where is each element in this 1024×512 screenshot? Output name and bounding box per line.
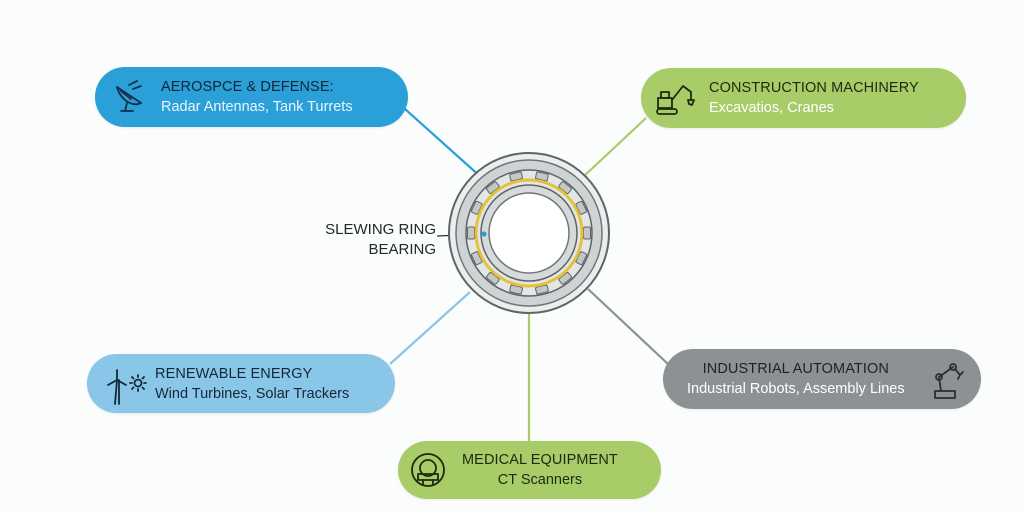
bearing-roller: [583, 226, 591, 240]
application-renewable-energy: RENEWABLE ENERGY Wind Turbines, Solar Tr…: [87, 354, 395, 413]
ct-scanner-icon: [410, 452, 446, 488]
application-subtitle: Wind Turbines, Solar Trackers: [155, 385, 350, 402]
connector-renewable: [389, 291, 471, 365]
bearing-roller: [470, 251, 483, 266]
application-medical-equipment: MEDICAL EQUIPMENT CT Scanners: [398, 441, 661, 499]
application-title: AEROSPCE & DEFENSE:: [161, 79, 334, 95]
application-subtitle: Radar Antennas, Tank Turrets: [161, 99, 353, 115]
application-subtitle: Industrial Robots, Assembly Lines: [687, 381, 905, 397]
application-subtitle: CT Scanners: [497, 472, 583, 488]
robot-arm-icon: [927, 357, 967, 401]
application-industrial-automation: INDUSTRIAL AUTOMATION Industrial Robots,…: [663, 349, 981, 409]
center-label: SLEWING RING BEARING: [318, 220, 436, 260]
connector-aerospace: [404, 108, 483, 179]
connector-construction: [582, 117, 647, 178]
application-title: INDUSTRIAL AUTOMATION: [702, 361, 889, 377]
bearing-roller: [558, 181, 572, 195]
wind-turbine-sun-icon: [101, 362, 147, 406]
application-subtitle: Excavatios, Cranes: [709, 100, 834, 116]
radar-dish-icon: [109, 77, 149, 117]
connector-automation: [587, 288, 669, 365]
application-title: CONSTRUCTION MACHINERY: [709, 80, 919, 96]
application-title: MEDICAL EQUIPMENT: [462, 452, 618, 468]
center-label-line1: SLEWING RING: [325, 221, 436, 238]
bearing-roller: [467, 226, 475, 240]
bearing-leader-dot: [481, 231, 487, 237]
bearing-bore: [488, 192, 570, 274]
excavator-icon: [655, 78, 697, 118]
bearing-raceway: [474, 178, 584, 288]
bearing-roller: [558, 271, 572, 285]
application-construction-machinery: CONSTRUCTION MACHINERY Excavatios, Crane…: [641, 68, 966, 128]
application-title: RENEWABLE ENERGY: [155, 365, 313, 382]
application-aerospace-defense: AEROSPCE & DEFENSE: Radar Antennas, Tank…: [95, 67, 408, 127]
bearing-roller: [470, 200, 483, 215]
center-label-line2: BEARING: [368, 241, 436, 258]
